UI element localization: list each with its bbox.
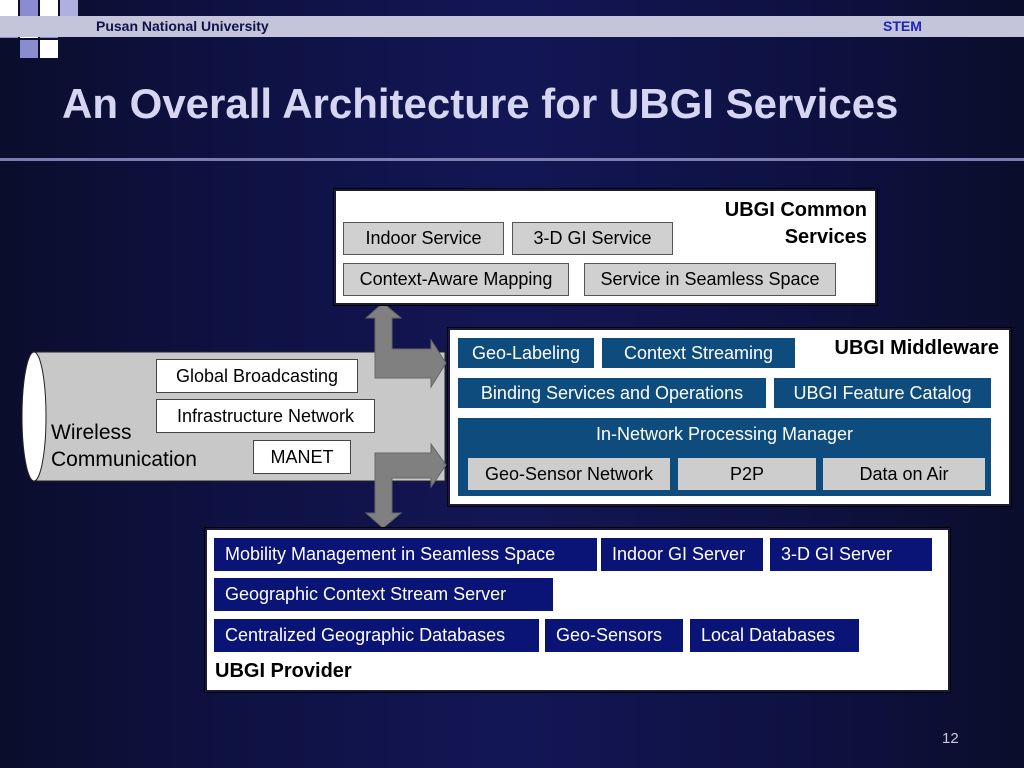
local-databases-box: Local Databases bbox=[690, 619, 859, 652]
3d-gi-server-box: 3-D GI Server bbox=[770, 538, 932, 571]
geographic-context-stream-box: Geographic Context Stream Server bbox=[214, 578, 553, 611]
manet-box: MANET bbox=[253, 440, 351, 474]
centralized-databases-box: Centralized Geographic Databases bbox=[214, 619, 539, 652]
title-divider bbox=[0, 158, 1024, 161]
global-broadcasting-box: Global Broadcasting bbox=[156, 359, 358, 393]
context-streaming-box: Context Streaming bbox=[602, 338, 795, 368]
middleware-title: UBGI Middleware bbox=[834, 337, 999, 359]
indoor-gi-server-box: Indoor GI Server bbox=[601, 538, 763, 571]
middleware-panel: UBGI Middleware Geo-Labeling Context Str… bbox=[448, 328, 1011, 506]
data-on-air-box: Data on Air bbox=[823, 458, 985, 490]
geo-sensor-network-box: Geo-Sensor Network bbox=[468, 458, 670, 490]
common-services-panel: UBGI Common Services Indoor Service 3-D … bbox=[334, 189, 877, 305]
geo-sensors-box: Geo-Sensors bbox=[545, 619, 683, 652]
mobility-management-box: Mobility Management in Seamless Space bbox=[214, 538, 597, 571]
context-aware-mapping-box: Context-Aware Mapping bbox=[343, 263, 569, 296]
header-bar bbox=[0, 16, 1024, 37]
common-services-title: UBGI Common Services bbox=[724, 199, 867, 248]
stem-label: STEM bbox=[883, 18, 922, 34]
provider-title: UBGI Provider bbox=[215, 660, 352, 682]
binding-services-box: Binding Services and Operations bbox=[458, 378, 766, 408]
slide-title: An Overall Architecture for UBGI Service… bbox=[62, 80, 899, 127]
wireless-label: Wireless Communication bbox=[51, 421, 197, 471]
provider-panel: Mobility Management in Seamless Space In… bbox=[205, 528, 950, 692]
p2p-box: P2P bbox=[678, 458, 816, 490]
university-name: Pusan National University bbox=[96, 18, 269, 34]
page-number: 12 bbox=[942, 730, 959, 747]
in-network-processing-title: In-Network Processing Manager bbox=[595, 424, 854, 444]
feature-catalog-box: UBGI Feature Catalog bbox=[774, 378, 991, 408]
geo-labeling-box: Geo-Labeling bbox=[458, 338, 594, 368]
in-network-processing-panel: In-Network Processing Manager Geo-Sensor… bbox=[458, 418, 991, 496]
infrastructure-network-box: Infrastructure Network bbox=[156, 399, 375, 433]
3d-gi-service-box: 3-D GI Service bbox=[512, 222, 673, 255]
indoor-service-box: Indoor Service bbox=[343, 222, 504, 255]
service-seamless-space-box: Service in Seamless Space bbox=[584, 263, 836, 296]
